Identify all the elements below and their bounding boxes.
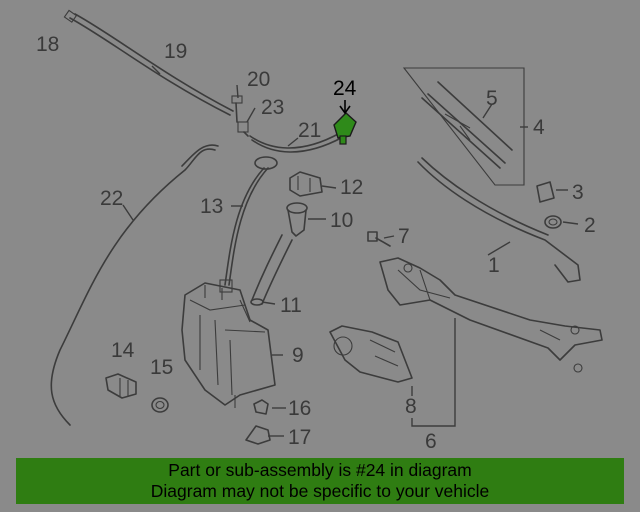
cap-3 [536, 181, 555, 203]
wiper-arm-1 [417, 157, 581, 283]
callout-13: 13 [200, 195, 223, 218]
leader-lines [122, 65, 579, 437]
wiper-motor-8 [329, 325, 413, 383]
callout-3: 3 [572, 181, 584, 204]
nut-2 [544, 215, 562, 229]
clip-17 [245, 425, 271, 445]
banner-line-1: Part or sub-assembly is #24 in diagram [168, 460, 472, 480]
washer-hose-21 [249, 132, 344, 153]
filler-hose-13 [224, 156, 278, 286]
washer-hose-22 [50, 144, 219, 426]
grommet-15 [151, 397, 169, 413]
callout-9: 9 [292, 344, 304, 367]
callout-23: 23 [261, 96, 284, 119]
bolt-7 [367, 231, 391, 247]
filler-neck-10 [286, 202, 308, 237]
callout-1: 1 [488, 254, 500, 277]
banner-line-2: Diagram may not be specific to your vehi… [150, 481, 490, 501]
callout-labels: 1 2 3 4 5 6 7 8 9 10 11 12 13 14 15 16 1… [36, 33, 596, 453]
washer-reservoir-9 [181, 279, 276, 408]
washer-nozzle-24 [333, 100, 357, 145]
callout-24: 24 [333, 77, 357, 100]
washer-pump-14 [105, 373, 137, 399]
info-banner: Part or sub-assembly is #24 in diagram D… [16, 458, 624, 504]
callout-17: 17 [288, 426, 311, 449]
wiper-linkage-6 [379, 257, 603, 373]
callout-19: 19 [164, 40, 187, 63]
sensor-16 [253, 399, 269, 415]
callout-4: 4 [533, 116, 545, 139]
callout-15: 15 [150, 356, 173, 379]
callout-7: 7 [398, 225, 410, 248]
hose-connectors [231, 95, 249, 137]
callout-2: 2 [584, 214, 596, 237]
callout-14: 14 [111, 339, 135, 362]
callout-11: 11 [280, 294, 302, 317]
washer-hose-19 [63, 9, 234, 116]
wiper-blade-kit-4 [402, 67, 525, 186]
callout-21: 21 [298, 119, 321, 142]
callout-10: 10 [330, 209, 353, 232]
bracket-12 [289, 171, 323, 197]
callout-16: 16 [288, 397, 311, 420]
callout-22: 22 [100, 187, 123, 210]
callout-20: 20 [247, 68, 270, 91]
callout-12: 12 [340, 176, 363, 199]
callout-8: 8 [405, 395, 417, 418]
callout-18: 18 [36, 33, 59, 56]
callout-5: 5 [486, 87, 498, 110]
callout-6: 6 [425, 430, 437, 453]
